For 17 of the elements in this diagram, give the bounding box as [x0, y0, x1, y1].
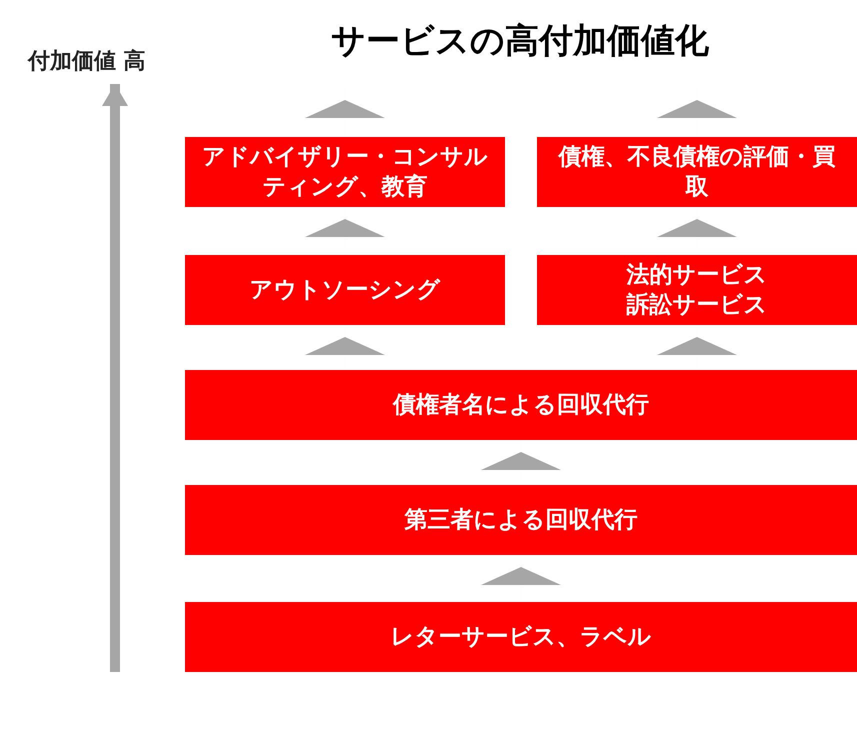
service-box — [537, 137, 857, 207]
service-box — [537, 255, 857, 325]
service-box — [185, 255, 505, 325]
box-text: 訴訟サービス — [626, 291, 768, 320]
box-text: 第三者による回収代行 — [404, 506, 638, 535]
box-text: 債権、不良債権の評価・買取 — [557, 143, 836, 202]
box-text: アウトソーシング — [250, 276, 440, 305]
service-box — [185, 602, 857, 672]
service-box — [185, 485, 857, 555]
title: サービスの高付加価値化 — [330, 20, 710, 63]
box-text: 債権者名による回収代行 — [393, 391, 649, 420]
service-box — [185, 370, 857, 440]
service-box — [185, 137, 505, 207]
axis-label: 付加価値 高 — [28, 48, 146, 76]
box-text: レターサービス、ラベル — [390, 623, 652, 652]
box-text: アドバイザリー・コンサルティング、教育 — [201, 143, 489, 202]
box-text: 法的サービス — [626, 261, 768, 290]
